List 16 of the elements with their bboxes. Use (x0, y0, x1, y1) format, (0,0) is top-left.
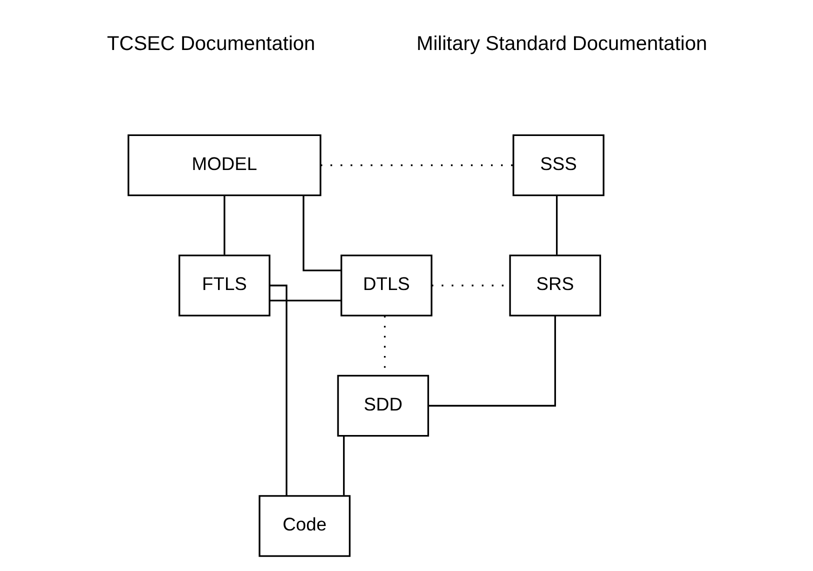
node-box: SRS (509, 254, 602, 316)
node-box: DTLS (340, 254, 432, 316)
connector (302, 196, 342, 272)
connector (556, 196, 558, 255)
connector (270, 284, 288, 496)
node-box: SSS (512, 134, 604, 196)
node-box: SDD (337, 374, 430, 437)
node-box: FTLS (178, 254, 270, 316)
connector (428, 316, 556, 407)
node-box: MODEL (128, 134, 322, 196)
label: Military Standard Documentation (416, 33, 708, 56)
connector (270, 300, 342, 302)
node-box: Code (258, 495, 351, 557)
connector (224, 196, 226, 255)
connector (343, 436, 345, 496)
label: TCSEC Documentation (107, 33, 316, 56)
